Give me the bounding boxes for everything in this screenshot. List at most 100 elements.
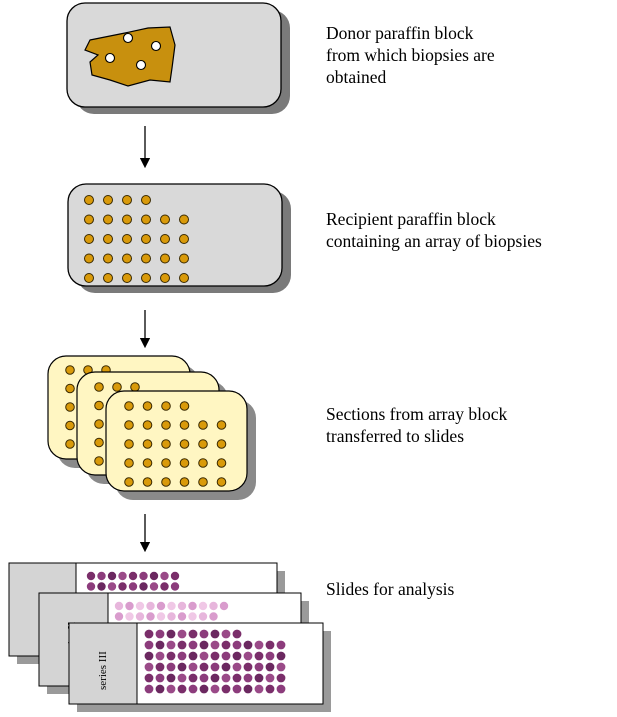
caption-line: obtained [326, 67, 387, 87]
tissue-core [199, 684, 209, 694]
tissue-core [166, 640, 176, 650]
tissue-core [232, 662, 242, 672]
tissue-core [276, 640, 286, 650]
tissue-core [265, 673, 275, 683]
tissue-core [112, 382, 122, 392]
tissue-core [97, 571, 106, 581]
tissue-core [188, 601, 197, 611]
tissue-core [243, 651, 253, 661]
tissue-core [155, 673, 165, 683]
tissue-core [155, 629, 165, 639]
tissue-core [243, 673, 253, 683]
tissue-core [124, 439, 134, 449]
tissue-core [103, 195, 113, 205]
caption-donor-block: Donor paraffin block from which biopsies… [326, 22, 495, 88]
tissue-core [177, 662, 187, 672]
tissue-core [103, 253, 113, 264]
tissue-core [179, 439, 190, 449]
tissue-core [243, 640, 253, 650]
tissue-core [124, 458, 134, 468]
tissue-core [188, 673, 198, 683]
tissue-core [156, 601, 166, 611]
tissue-core [160, 234, 170, 244]
tissue-core [86, 571, 96, 581]
tissue-core [156, 612, 166, 621]
tissue-core [188, 640, 198, 650]
tissue-core [198, 458, 208, 468]
tissue-core [276, 673, 286, 683]
caption-line: transferred to slides [326, 426, 465, 446]
slide-label-3: series III [97, 651, 109, 690]
tissue-core [65, 420, 75, 431]
tissue-core [128, 582, 138, 591]
tissue-core [141, 234, 151, 244]
tissue-core [94, 456, 104, 466]
caption-line: Donor paraffin block [326, 23, 474, 43]
caption-slides: Slides for analysis [326, 578, 454, 600]
tissue-core [86, 582, 96, 591]
tissue-core [160, 582, 169, 591]
caption-recipient-block: Recipient paraffin block containing an a… [326, 208, 542, 252]
tissue-core [210, 673, 220, 683]
tissue-core [179, 234, 189, 244]
tissue-core [210, 640, 220, 650]
tissue-core [179, 401, 190, 411]
tissue-core [124, 420, 134, 430]
tissue-core [188, 684, 198, 694]
tissue-core [94, 400, 104, 411]
tissue-core [188, 629, 198, 639]
tissue-core [243, 662, 253, 672]
tissue-core [177, 651, 187, 661]
tissue-core [142, 439, 153, 449]
tissue-core [166, 684, 176, 694]
tissue-core [84, 195, 94, 205]
tissue-core [265, 684, 275, 694]
tissue-core [122, 273, 132, 283]
caption-sections: Sections from array block transferred to… [326, 403, 507, 447]
tissue-core [160, 214, 170, 225]
tissue-core [210, 651, 220, 661]
tissue-core [142, 458, 153, 468]
tissue-core [155, 651, 165, 661]
tissue-core [198, 420, 208, 430]
tissue-core [210, 662, 220, 672]
tissue-core [124, 401, 134, 411]
tissue-core [254, 651, 264, 661]
tissue-core [161, 439, 171, 449]
tissue-core [142, 477, 153, 487]
tissue-core [265, 662, 275, 672]
analysis-slides: series series II series III [8, 562, 331, 712]
tissue-core [177, 629, 187, 639]
tissue-core [254, 684, 264, 694]
tissue-core [65, 383, 75, 394]
tissue-core [188, 651, 198, 661]
tissue-core [155, 640, 165, 650]
tissue-core [65, 365, 75, 375]
tissue-core [139, 571, 148, 581]
tissue-core [84, 214, 94, 225]
tissue-core [103, 273, 113, 283]
tissue-core [122, 234, 132, 244]
tissue-core [265, 651, 275, 661]
tissue-core [210, 629, 220, 639]
tissue-core [177, 612, 187, 621]
tissue-core [114, 601, 124, 611]
tissue-core [118, 571, 127, 581]
tissue-core [103, 214, 113, 225]
tissue-core [221, 662, 231, 672]
tissue-core [221, 651, 231, 661]
tissue-core [144, 673, 154, 683]
tissue-core [188, 662, 198, 672]
tissue-core [179, 477, 190, 487]
tissue-core [166, 662, 176, 672]
tissue-core [199, 673, 209, 683]
tissue-core [276, 662, 286, 672]
caption-line: Sections from array block [326, 404, 508, 424]
tissue-core [177, 673, 187, 683]
tissue-core [198, 601, 208, 611]
tissue-core [254, 662, 264, 672]
tissue-core [97, 582, 106, 591]
tissue-core [276, 684, 286, 694]
recipient-core-array [84, 195, 189, 283]
